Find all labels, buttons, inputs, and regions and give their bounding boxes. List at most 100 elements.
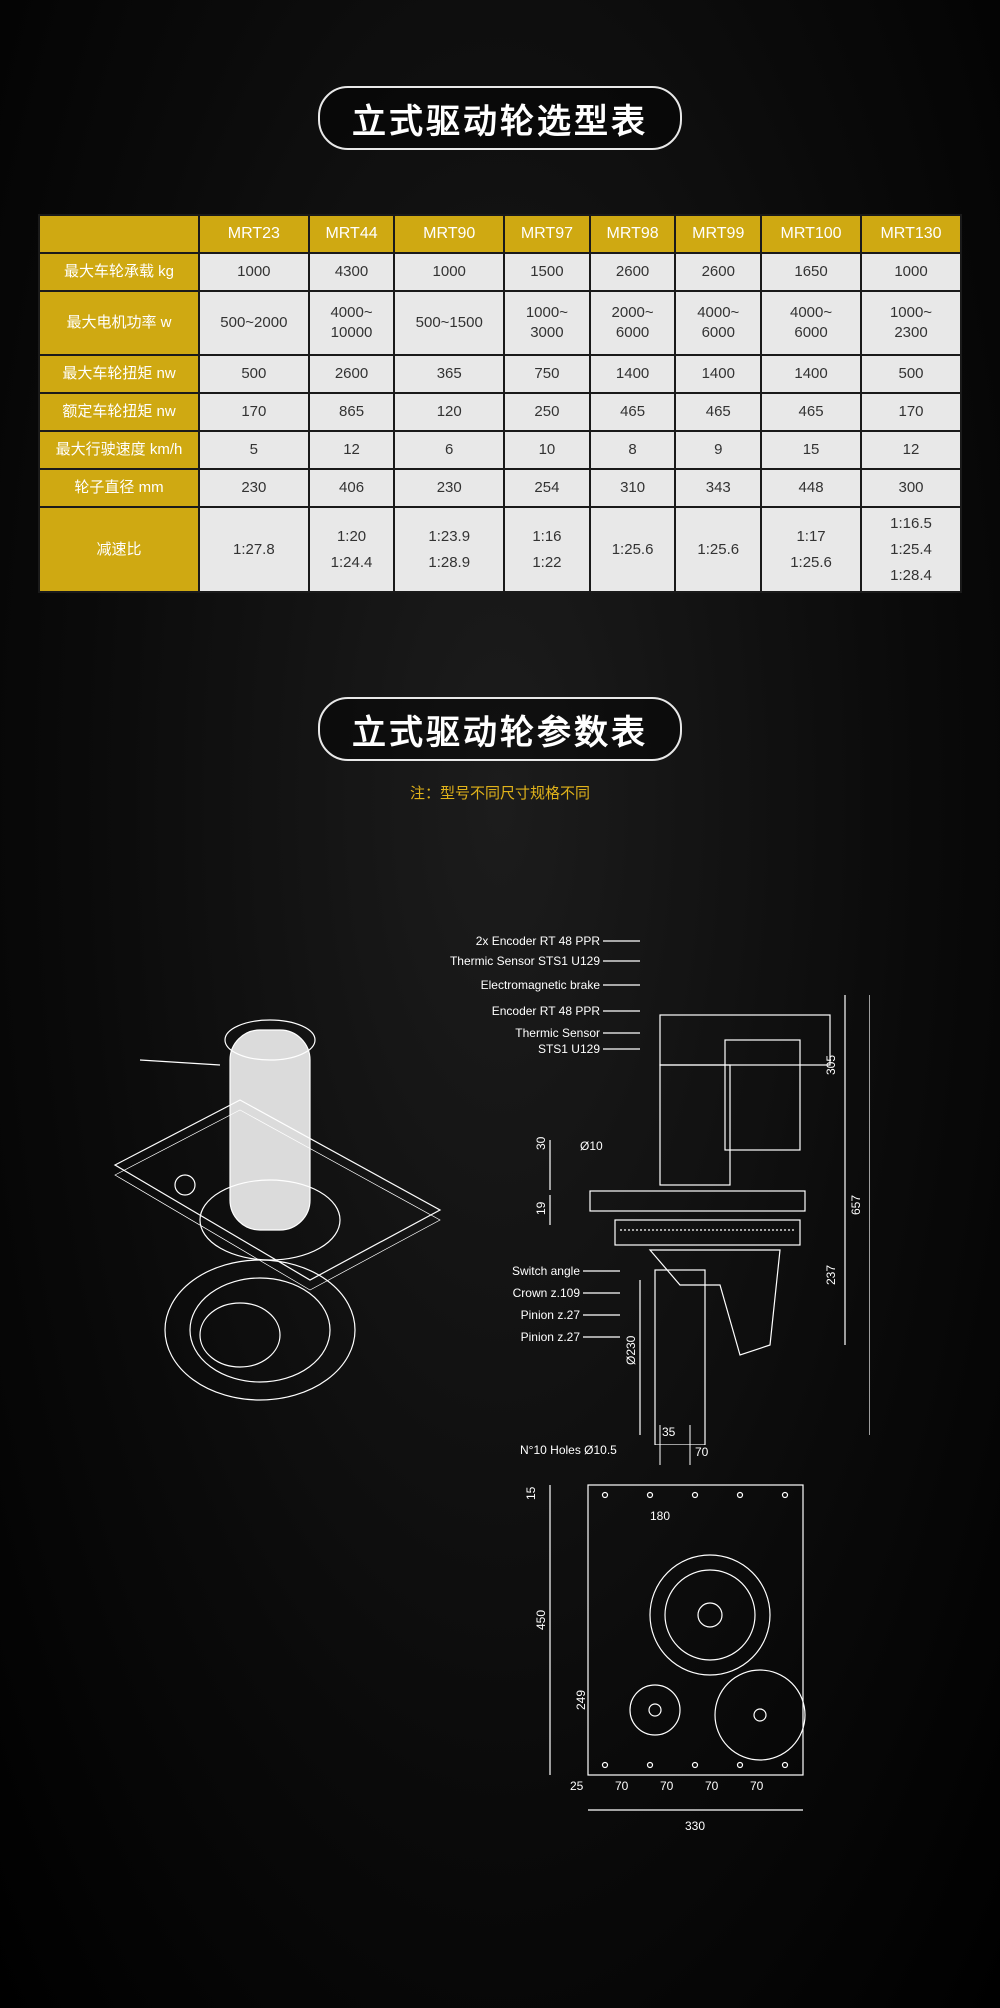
table-cell: 1400 [676,356,761,392]
mounting-hole [781,1491,789,1499]
diagram-label: Encoder RT 48 PPR [492,1004,601,1018]
plan-dimension-label: 70 [615,1779,629,1793]
table-cell: 2600 [590,254,675,290]
dimension-label: Ø10 [580,1139,603,1153]
table-cell: 1400 [762,356,861,392]
table-cell: 230 [200,470,308,506]
table-cell: 465 [762,394,861,430]
row-label: 最大行驶速度 km/h [40,432,198,468]
dimension-label: 657 [849,1195,863,1215]
mounting-hole [736,1491,744,1499]
table-cell: 1500 [505,254,589,290]
table-cell: 1:25.6 [590,508,675,591]
table-cell: 230 [395,470,504,506]
table-cell: 1:16 1:22 [505,508,589,591]
table-cell: 1000 [862,254,960,290]
row-label: 额定车轮扭矩 nw [40,394,198,430]
row-label: 轮子直径 mm [40,470,198,506]
technical-drawing-dims-bottom: 35 70 [659,1425,709,1465]
mounting-hole [781,1761,789,1769]
table-cell: 2600 [676,254,761,290]
table-cell: 15 [762,432,861,468]
column-header: MRT97 [505,216,589,252]
table-cell: 465 [676,394,761,430]
column-header: MRT100 [762,216,861,252]
technical-drawing-side-view: 2x Encoder RT 48 PPR Thermic Sensor STS1 … [450,934,870,1445]
svg-text:N°10 Holes Ø10.5: N°10 Holes Ø10.5 [520,1443,617,1457]
table-cell: 750 [505,356,589,392]
plan-dimension-label: 25 [570,1779,584,1793]
column-header: MRT98 [590,216,675,252]
table-cell: 865 [309,394,394,430]
svg-text:70: 70 [695,1445,709,1459]
mounting-hole [601,1491,609,1499]
table-cell: 1400 [590,356,675,392]
dimension-label: 305 [824,1055,838,1075]
dimension-label: 30 [534,1136,548,1150]
diagram-label: Crown z.109 [513,1286,581,1300]
table-cell: 365 [395,356,504,392]
table-cell: 12 [309,432,394,468]
table-cell: 12 [862,432,960,468]
table-cell: 500 [862,356,960,392]
diagram-label: Electromagnetic brake [481,978,601,992]
table-cell: 1000~ 3000 [505,292,589,354]
table-cell: 120 [395,394,504,430]
diagram-label: Thermic Sensor STS1 U129 [450,954,600,968]
mounting-hole [691,1491,699,1499]
table-cell: 1:20 1:24.4 [309,508,394,591]
plan-dimension-label: 70 [660,1779,674,1793]
plan-dimension-label: 249 [574,1690,588,1710]
dimension-label: 19 [534,1201,548,1215]
column-header: MRT23 [200,216,308,252]
note-text: 注：型号不同尺寸规格不同 [409,784,590,802]
table-cell: 10 [505,432,589,468]
table-cell: 1:23.9 1:28.9 [395,508,504,591]
plan-dimension-label: 70 [750,1779,764,1793]
table-cell: 465 [590,394,675,430]
table-cell: 343 [676,470,761,506]
column-header: MRT90 [395,216,504,252]
diagram-label: Pinion z.27 [521,1308,581,1322]
plan-dimension-label: 15 [524,1486,538,1500]
dimension-label: 237 [824,1265,838,1285]
table-cell: 300 [862,470,960,506]
table-cell: 6 [395,432,504,468]
plan-dimension-label: 70 [705,1779,719,1793]
row-label: 减速比 [40,508,198,591]
table-cell: 1:27.8 [200,508,308,591]
diagram-label: Thermic Sensor [515,1026,600,1040]
column-header: MRT130 [862,216,960,252]
row-label: 最大车轮扭矩 nw [40,356,198,392]
table-cell: 500 [200,356,308,392]
mounting-hole [691,1761,699,1769]
mounting-hole [601,1761,609,1769]
table-cell: 1000 [200,254,308,290]
diagram-label: 2x Encoder RT 48 PPR [476,934,601,948]
table-cell: 1:17 1:25.6 [762,508,861,591]
table-cell: 4000~ 6000 [676,292,761,354]
diagram-label: Switch angle [512,1264,580,1278]
table-cell: 500~2000 [200,292,308,354]
table-cell: 4300 [309,254,394,290]
mounting-hole [736,1761,744,1769]
table-cell: 1:16.5 1:25.4 1:28.4 [862,508,960,591]
table-cell: 4000~ 10000 [309,292,394,354]
diagram-label: STS1 U129 [538,1042,600,1056]
table-cell: 8 [590,432,675,468]
table-cell: 254 [505,470,589,506]
row-label: 最大电机功率 w [40,292,198,354]
dimension-label: Ø230 [624,1335,638,1365]
drive-wheel-3d-render [113,1019,442,1401]
table-cell: 500~1500 [395,292,504,354]
table-cell: 448 [762,470,861,506]
